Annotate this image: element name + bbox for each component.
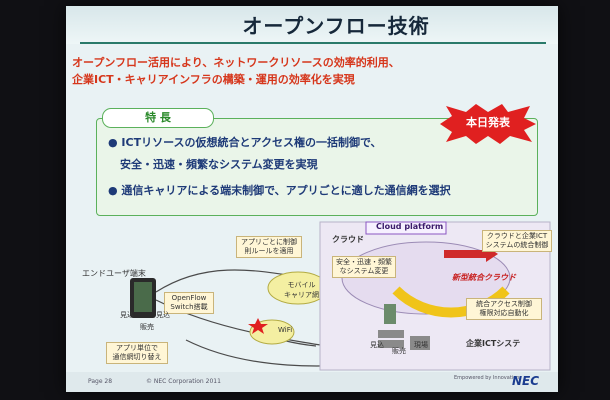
announcement-badge: 本日発表 <box>438 114 538 130</box>
unified-access-box: 統合アクセス制御 権限対応自動化 <box>466 298 542 320</box>
user-person-icon <box>384 304 396 324</box>
tagline-text: Empowered by Innovation <box>454 375 519 381</box>
nec-logo: NEC <box>512 374 539 388</box>
feature-bullet-1-cont: 安全・迅速・頻繁なシステム変更を実現 <box>120 156 318 172</box>
per-app-switch-box: アプリ単位で 通信網切り替え <box>106 342 168 364</box>
page-number: Page 28 <box>88 378 112 385</box>
presentation-slide: オープンフロー技術 オープンフロー活用により、ネットワークリソースの効率的利用、… <box>66 6 558 392</box>
small-tag-2: 販売 <box>392 346 406 356</box>
slide-title: オープンフロー技術 <box>206 10 466 39</box>
copyright-text: © NEC Corporation 2011 <box>146 378 221 385</box>
lead-text: オープンフロー活用により、ネットワークリソースの効率的利用、 企業ICT・キャリ… <box>72 54 542 88</box>
slide-footer: Page 28 © NEC Corporation 2011 Empowered… <box>66 372 558 392</box>
tag-3: 見込 <box>156 310 170 320</box>
feature-bullet-1: ● ICTリソースの仮想統合とアクセス権の一括制御で、 <box>108 134 382 150</box>
lead-line-2: 企業ICT・キャリアインフラの構築・運用の効率化を実現 <box>72 71 542 88</box>
features-label: 特 長 <box>102 108 214 128</box>
tag-2: 販売 <box>140 322 154 332</box>
title-underline <box>80 42 546 44</box>
enterprise-ict-label: 企業ICTシステ <box>466 338 520 349</box>
lead-line-1: オープンフロー活用により、ネットワークリソースの効率的利用、 <box>72 54 542 71</box>
openflow-switch-box: OpenFlow Switch搭載 <box>164 292 214 314</box>
end-user-label: エンドユーザ端末 <box>82 268 146 279</box>
tag-1: 見込 <box>120 310 134 320</box>
feature-bullet-2: ● 通信キャリアによる端末制御で、アプリごとに適した通信網を選択 <box>108 182 451 198</box>
safe-change-box: 安全・迅速・頻繁 なシステム変更 <box>332 256 396 278</box>
cloud-label: クラウド <box>332 234 364 245</box>
small-tag-1: 見込 <box>370 340 384 350</box>
policy-box: アプリごとに制御 則ルールを適用 <box>236 236 302 258</box>
wifi-label: WiFi <box>278 326 292 334</box>
cloud-platform-title: Cloud platform <box>376 222 443 231</box>
small-tag-3: 現場 <box>414 340 428 350</box>
new-cloud-label: 新型統合クラウド <box>452 272 516 283</box>
cloud-enterprise-box: クラウドと企業ICT システムの統合制御 <box>482 230 552 252</box>
mobile-carrier-label: モバイル キャリア網 <box>284 280 319 300</box>
